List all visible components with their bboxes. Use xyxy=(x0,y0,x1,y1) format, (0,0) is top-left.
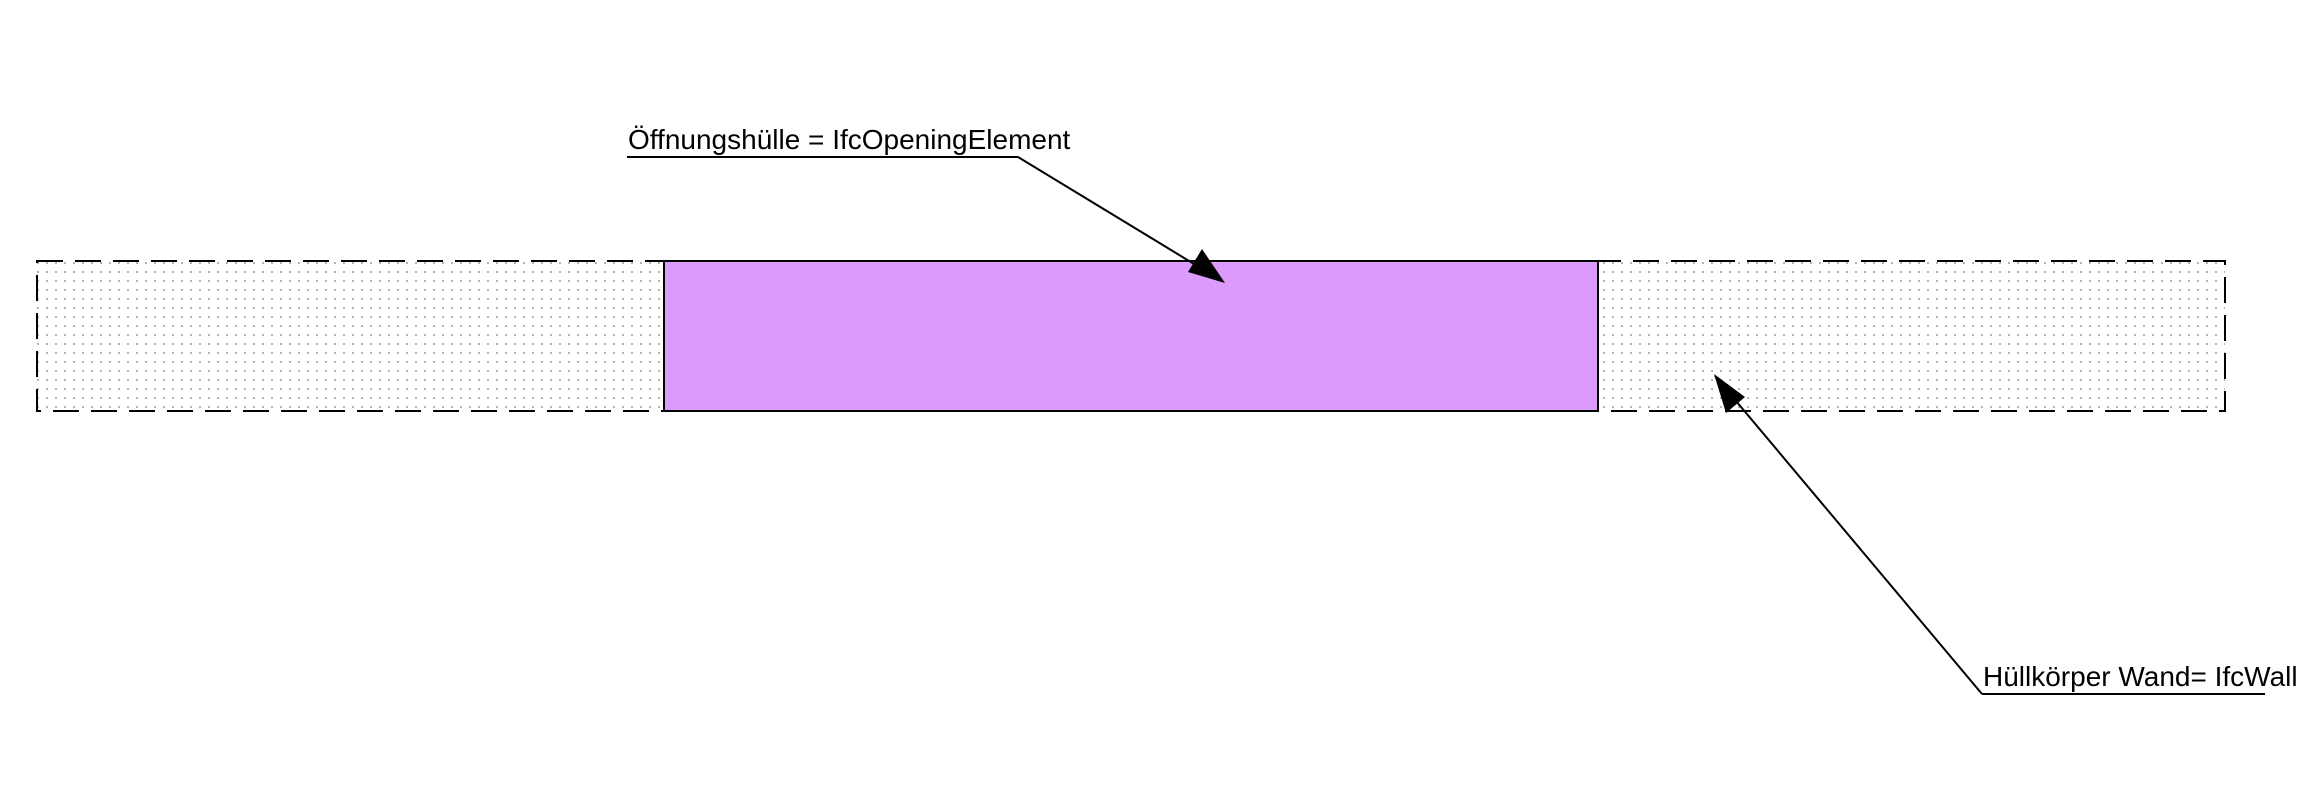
opening-label: Öffnungshülle = IfcOpeningElement xyxy=(628,124,1071,155)
opening-leader-arrowhead xyxy=(1188,249,1225,283)
wall-callout: Hüllkörper Wand= IfcWall xyxy=(1714,374,2298,695)
opening-callout: Öffnungshülle = IfcOpeningElement xyxy=(627,124,1225,283)
wall-leader-arrowhead xyxy=(1714,374,1745,413)
wall-label: Hüllkörper Wand= IfcWall xyxy=(1983,661,2298,692)
opening-leader-line xyxy=(1017,156,1223,282)
wall-hatch-right xyxy=(1598,261,2225,411)
wall-leader-line xyxy=(1714,375,1983,695)
opening-element-body xyxy=(663,260,1599,412)
wall-hatch-left xyxy=(37,261,664,411)
